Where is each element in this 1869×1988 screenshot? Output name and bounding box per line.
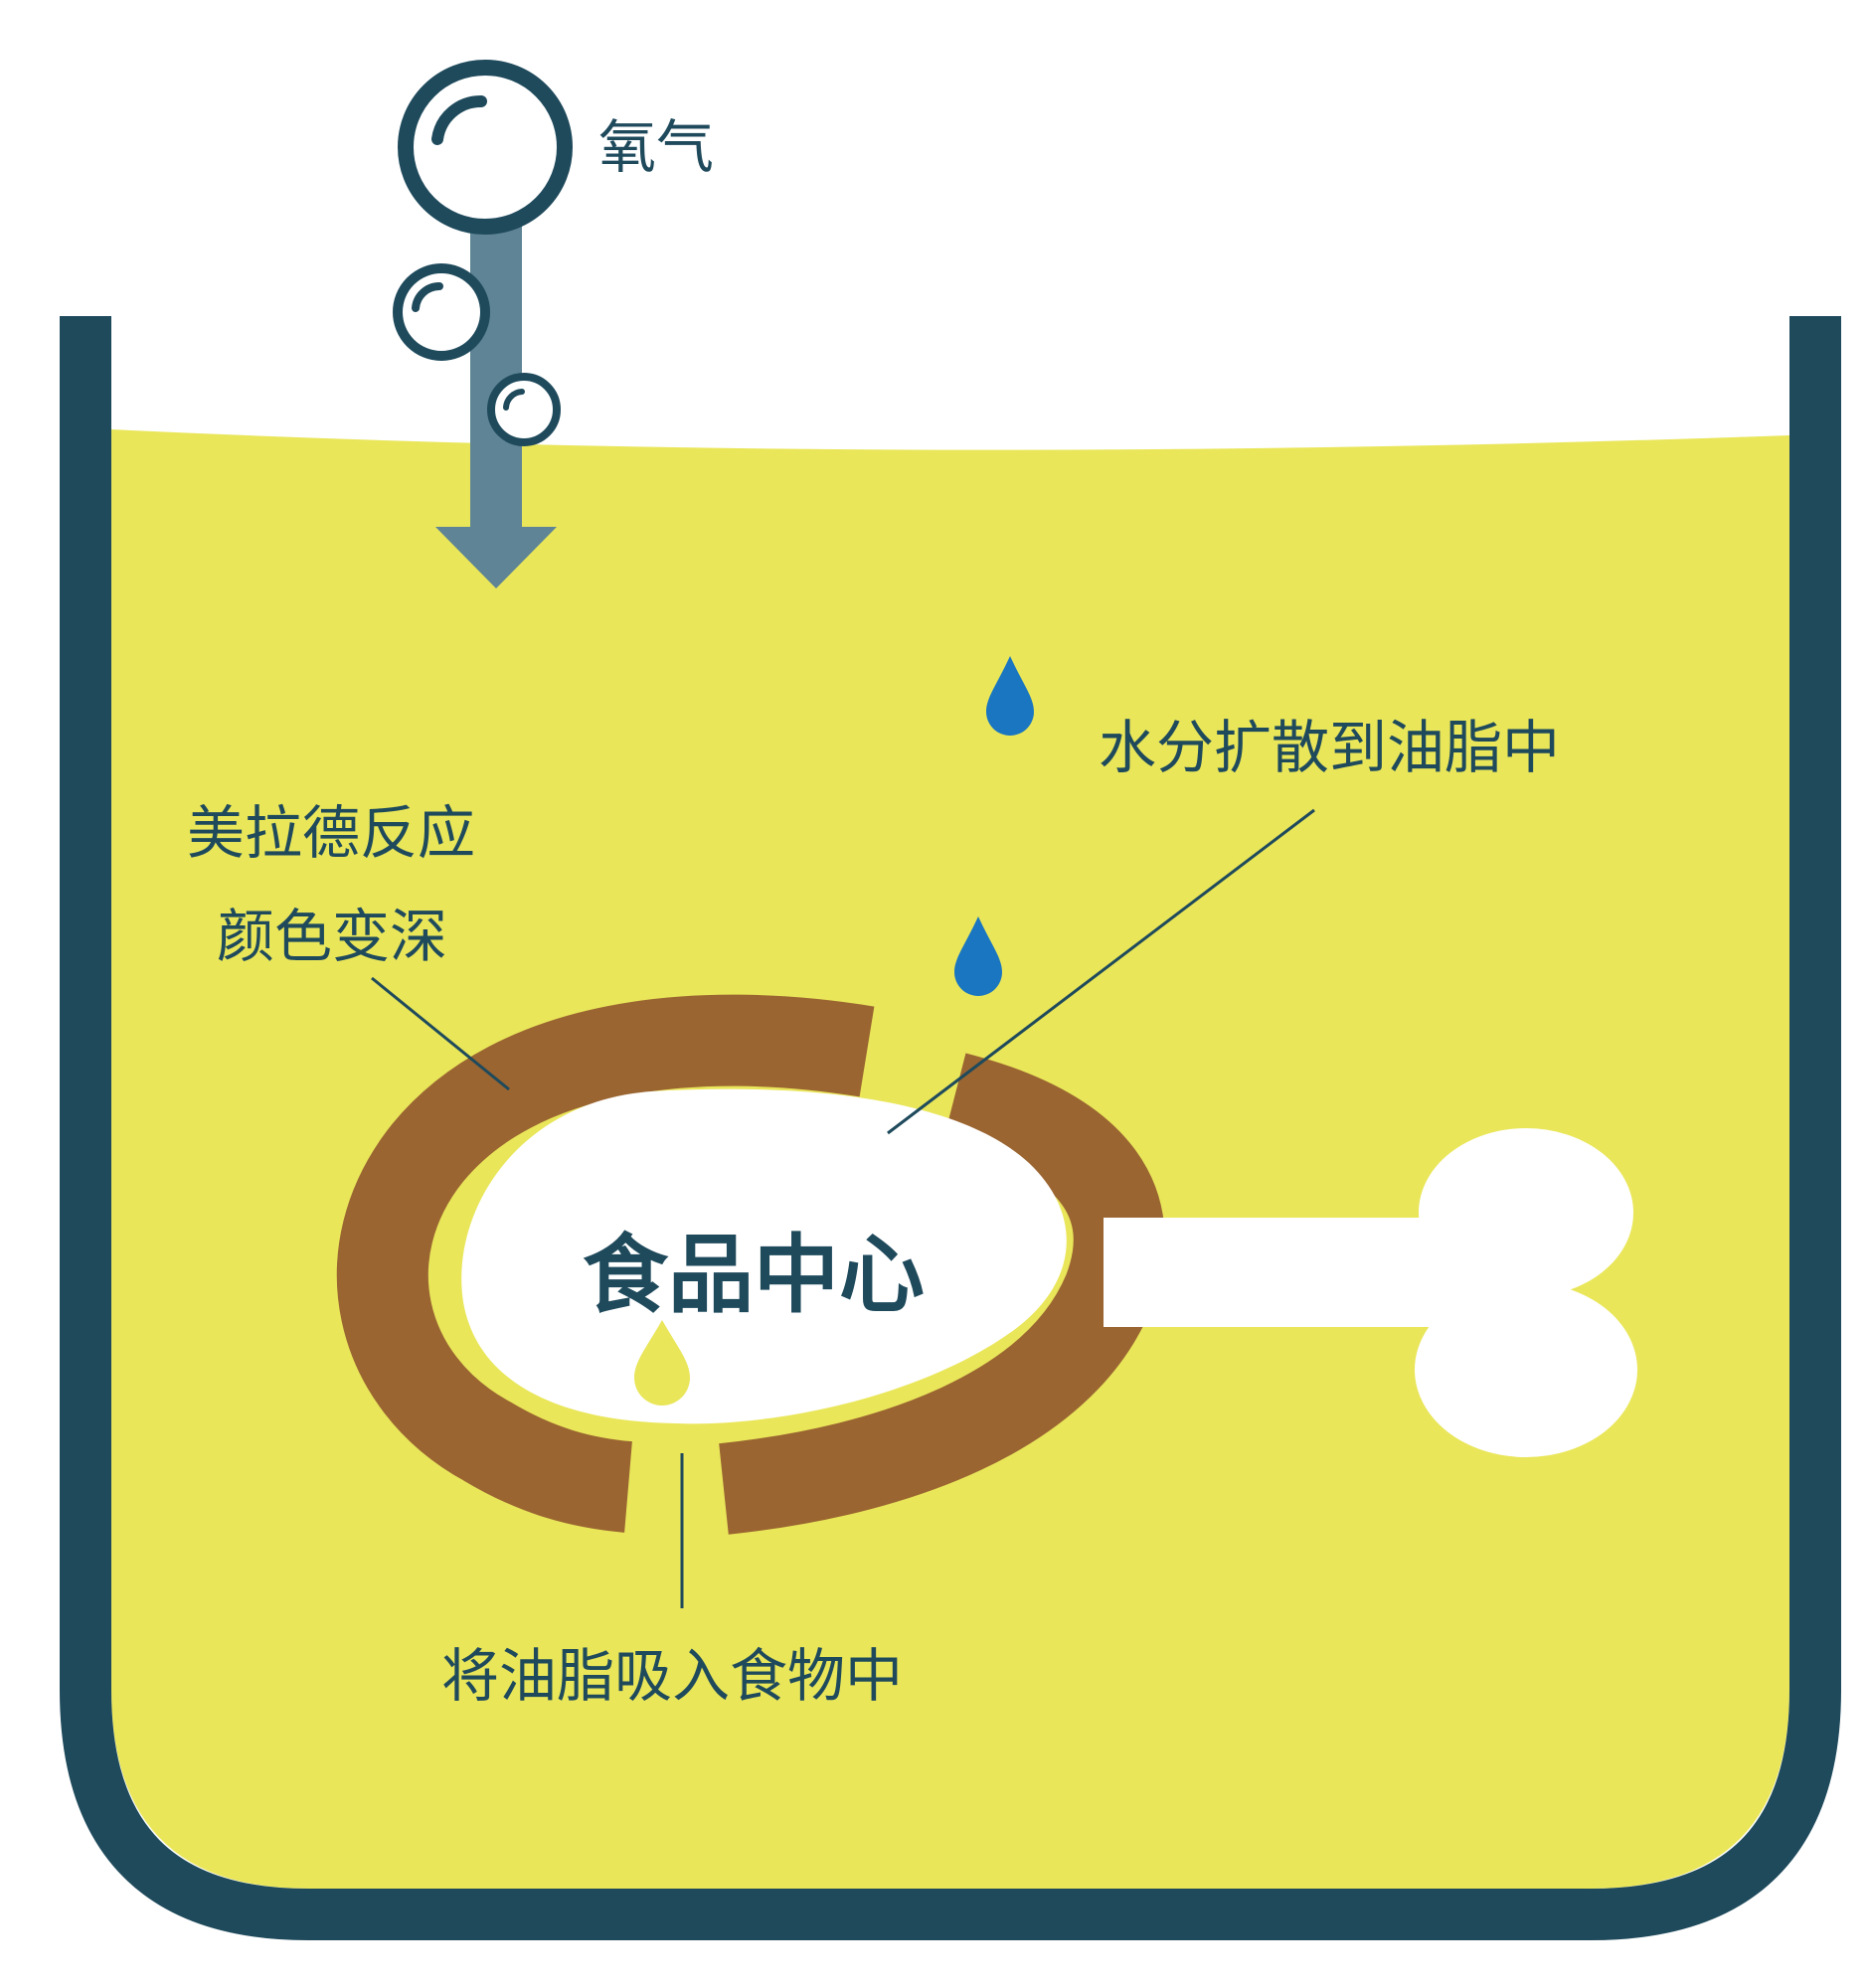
food-interior	[461, 1088, 1067, 1424]
oxygen-bubble-icon	[487, 373, 561, 446]
bone-icon	[1104, 1128, 1637, 1457]
label-maillard: 美拉德反应	[187, 799, 475, 867]
oil-drop-icon	[634, 1320, 690, 1406]
crust-arc-left	[336, 994, 875, 1533]
pot-outline	[60, 316, 1841, 1940]
label-water-diffuse: 水分扩散到油脂中	[1099, 714, 1560, 781]
label-color-deepen: 颜色变深	[217, 903, 447, 970]
label-food-center: 食品中心	[583, 1226, 925, 1325]
leader-line-maillard	[371, 976, 510, 1091]
water-drop-icon	[986, 656, 1034, 736]
oxygen-bubble-icon	[398, 60, 573, 235]
label-oxygen: 氧气	[598, 113, 714, 181]
leader-line-water	[887, 808, 1315, 1135]
oxygen-bubble-icon	[393, 263, 490, 361]
label-oil-absorb: 将油脂吸入食物中	[441, 1642, 903, 1710]
water-drop-icon	[954, 916, 1002, 996]
